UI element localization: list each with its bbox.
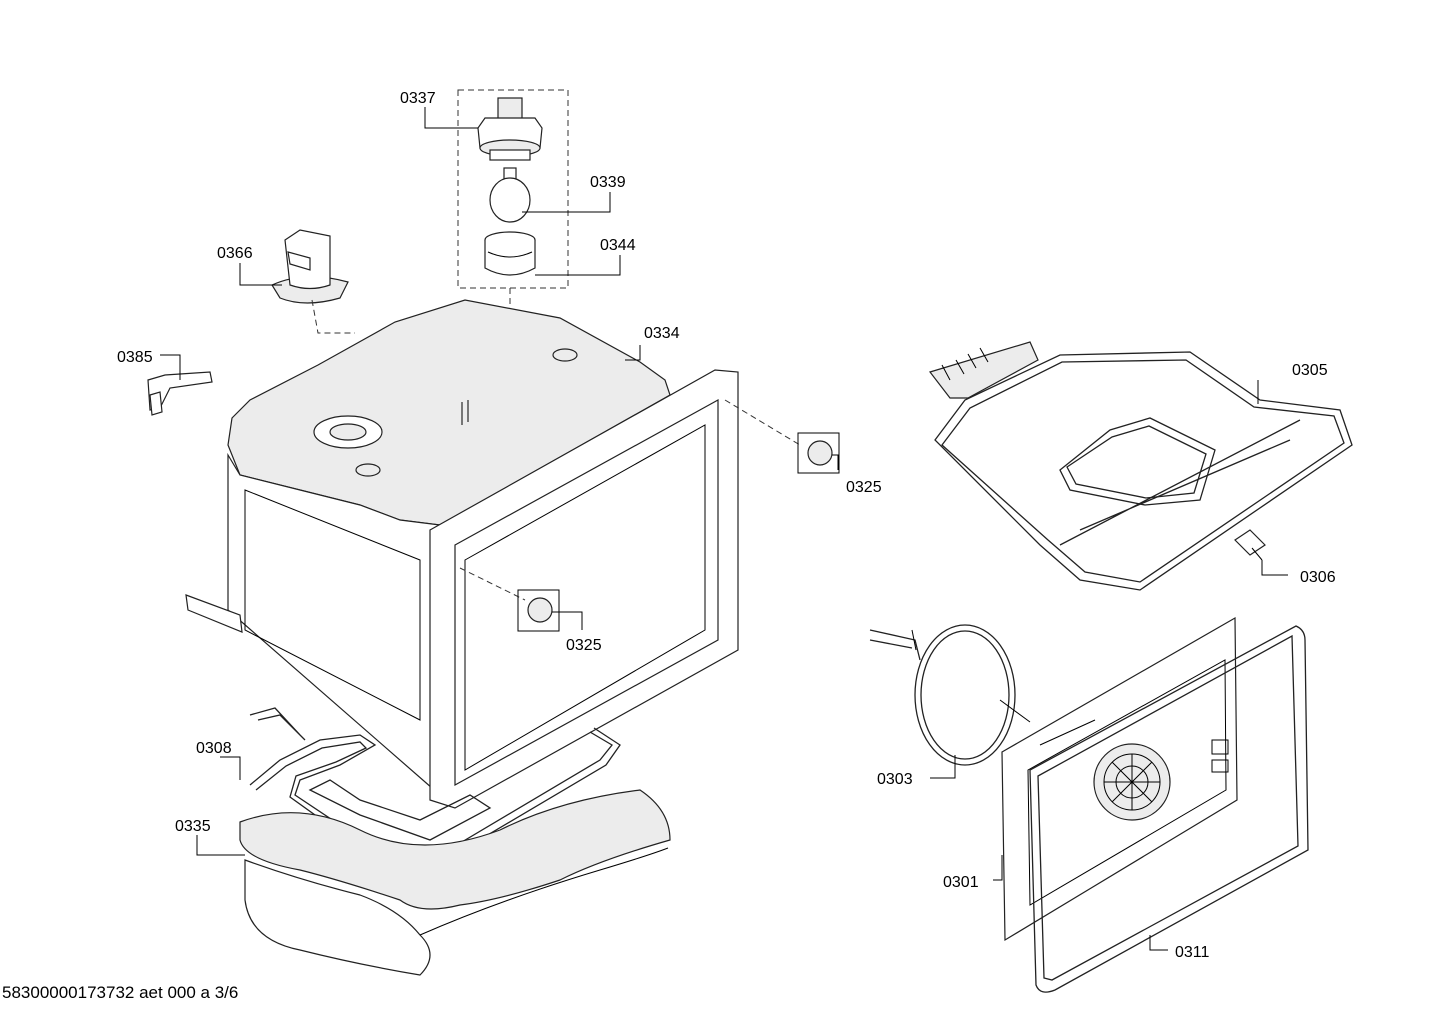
label-0306: 0306 — [1300, 569, 1336, 586]
label-0325-center: 0325 — [566, 637, 602, 654]
label-0334: 0334 — [644, 325, 680, 342]
convection-heater-part[interactable] — [869, 624, 1031, 766]
fan-bracket-part[interactable] — [271, 229, 355, 334]
grill-heater-part[interactable] — [928, 341, 1353, 591]
oven-cavity-part[interactable] — [185, 299, 739, 809]
label-0344: 0344 — [600, 237, 636, 254]
mounting-bracket-part[interactable] — [147, 371, 213, 416]
part-labels: 0337 0339 0344 0366 0334 0385 0325 0325 … — [117, 90, 1336, 961]
label-0366: 0366 — [217, 245, 253, 262]
label-0311: 0311 — [1175, 944, 1210, 961]
lamp-socket-part[interactable] — [477, 97, 543, 161]
document-reference: 58300000173732 aet 000 a 3/6 — [2, 983, 238, 1002]
label-0301: 0301 — [943, 874, 979, 891]
label-0303: 0303 — [877, 771, 913, 788]
insulation-mat-part[interactable] — [239, 789, 671, 976]
label-0337: 0337 — [400, 90, 436, 107]
lamp-assembly — [457, 89, 569, 310]
label-0325-right: 0325 — [846, 479, 882, 496]
heater-clip-part[interactable] — [1234, 529, 1266, 561]
leader-lines — [160, 107, 1288, 951]
label-0308: 0308 — [196, 740, 232, 757]
bottom-heater-part[interactable] — [249, 707, 621, 863]
lamp-bulb-part[interactable] — [489, 167, 531, 223]
label-0385: 0385 — [117, 349, 153, 366]
door-seal-part[interactable] — [1029, 625, 1309, 993]
lamp-cover-part[interactable] — [484, 231, 536, 276]
rear-panel-part[interactable] — [1001, 616, 1238, 942]
label-0335: 0335 — [175, 818, 211, 835]
lamp-lens-part-right[interactable] — [797, 432, 840, 474]
label-0339: 0339 — [590, 174, 626, 191]
lamp-lens-part-center[interactable] — [517, 589, 560, 632]
label-0305: 0305 — [1292, 362, 1328, 379]
